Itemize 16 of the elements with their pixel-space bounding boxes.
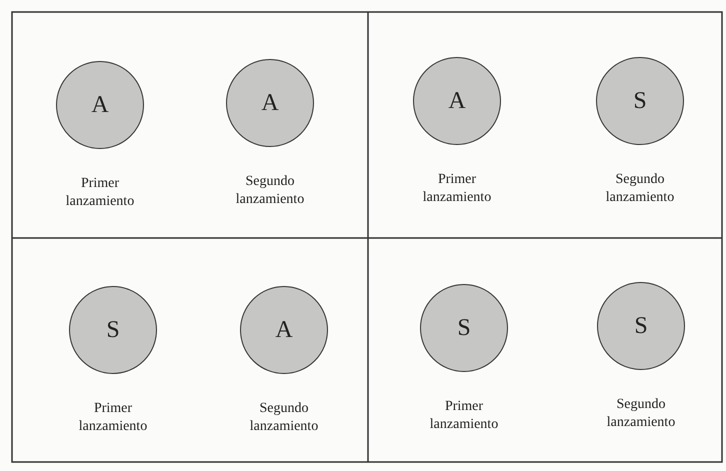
circle-letter: A [275, 316, 293, 344]
circle-letter: A [261, 90, 279, 116]
node-label: Segundo lanzamiento [604, 171, 676, 207]
node-label: Primer lanzamiento [78, 400, 148, 436]
circle-letter: A [448, 88, 466, 114]
circle-letter: S [457, 314, 471, 342]
node-label: Segundo lanzamiento [248, 400, 320, 436]
circle-letter: A [91, 92, 109, 118]
node-label: Primer lanzamiento [428, 398, 500, 434]
node-label: Segundo lanzamiento [234, 173, 306, 209]
node-label: Primer lanzamiento [64, 175, 136, 211]
circle-letter: S [634, 312, 648, 340]
node-label: Primer lanzamiento [422, 171, 492, 207]
circle-letter: S [633, 88, 647, 114]
node-label: Segundo lanzamiento [606, 396, 676, 432]
circle-letter: S [106, 316, 120, 344]
